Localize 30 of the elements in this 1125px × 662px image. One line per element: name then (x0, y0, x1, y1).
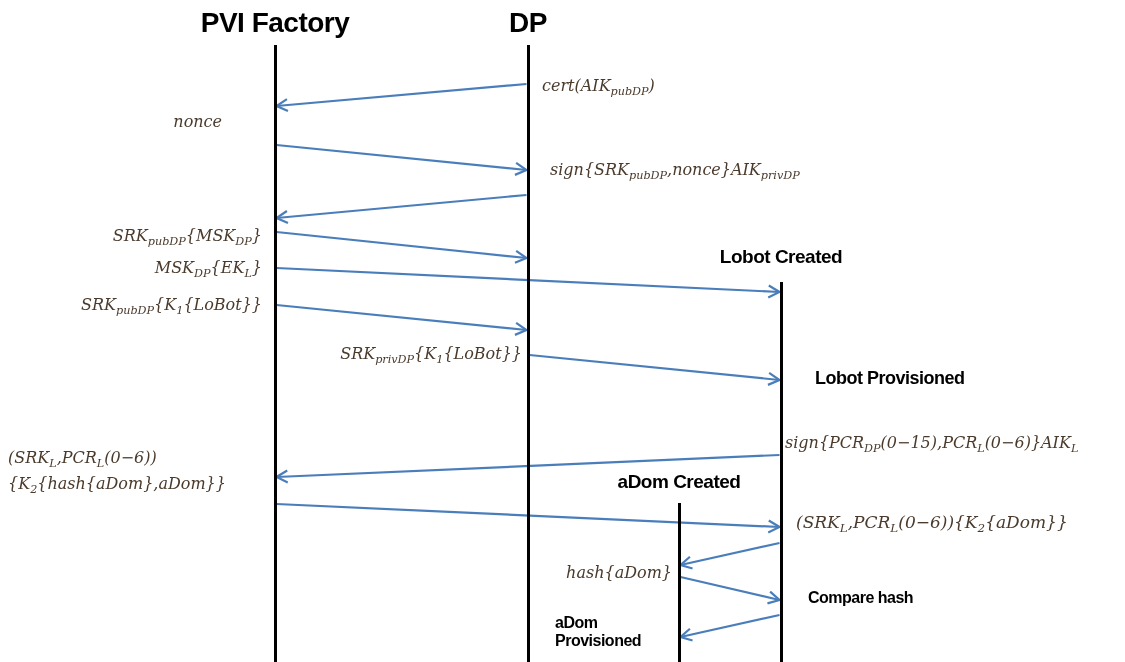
message-arrow (276, 230, 528, 264)
message-label: SRK$_{pubDP}${K$_{1}${LoBot}} (81, 295, 262, 319)
message-arrow (679, 613, 780, 642)
message-arrow (275, 453, 780, 484)
message-label: sign{SRK$_{pubDP}$,nonce}AIK$_{privDP}$ (550, 160, 800, 184)
message-arrow (680, 575, 781, 605)
message-arrow (276, 143, 528, 176)
message-label: sign{PCR$_{DP}$(0−15),PCR$_{L}$(0−6)}AIK$_{L}$ (785, 433, 1079, 457)
message-label: hash{aDom} (566, 563, 672, 583)
message-label: (SRK$_{L}$,PCR$_{L}$(0−6)) {K$_{2}${hash{aDom},aDom}} (8, 447, 227, 499)
message-label: SRK$_{pubDP}${MSK$_{DP}$} (112, 226, 262, 250)
message-arrow (276, 303, 528, 336)
message-arrow (529, 353, 781, 386)
state-label: Lobot Provisioned (815, 368, 965, 389)
message-label: SRK$_{privDP}${K$_{1}${LoBot}} (340, 344, 522, 368)
message-label: nonce (173, 112, 222, 132)
message-arrow (276, 502, 781, 534)
message-label: cert(AIK$_{pubDP}$) (542, 76, 655, 100)
state-label: Compare hash (808, 589, 914, 608)
lifeline-heading: PVI Factory (200, 7, 350, 39)
message-arrow (679, 541, 780, 570)
message-arrow (275, 193, 527, 225)
message-label: MSK$_{DP}${EK$_{L}$} (154, 258, 262, 282)
lifeline-heading: Lobot Created (719, 246, 843, 268)
state-label: aDom Provisioned (555, 614, 643, 651)
lifeline-heading: aDom Created (617, 471, 741, 493)
lifeline-heading: DP (509, 7, 547, 39)
message-arrow (275, 82, 527, 113)
message-label: (SRK$_{L}$,PCR$_{L}$(0−6)){K$_{2}${aDom}} (796, 512, 1068, 537)
message-arrow (276, 266, 781, 299)
